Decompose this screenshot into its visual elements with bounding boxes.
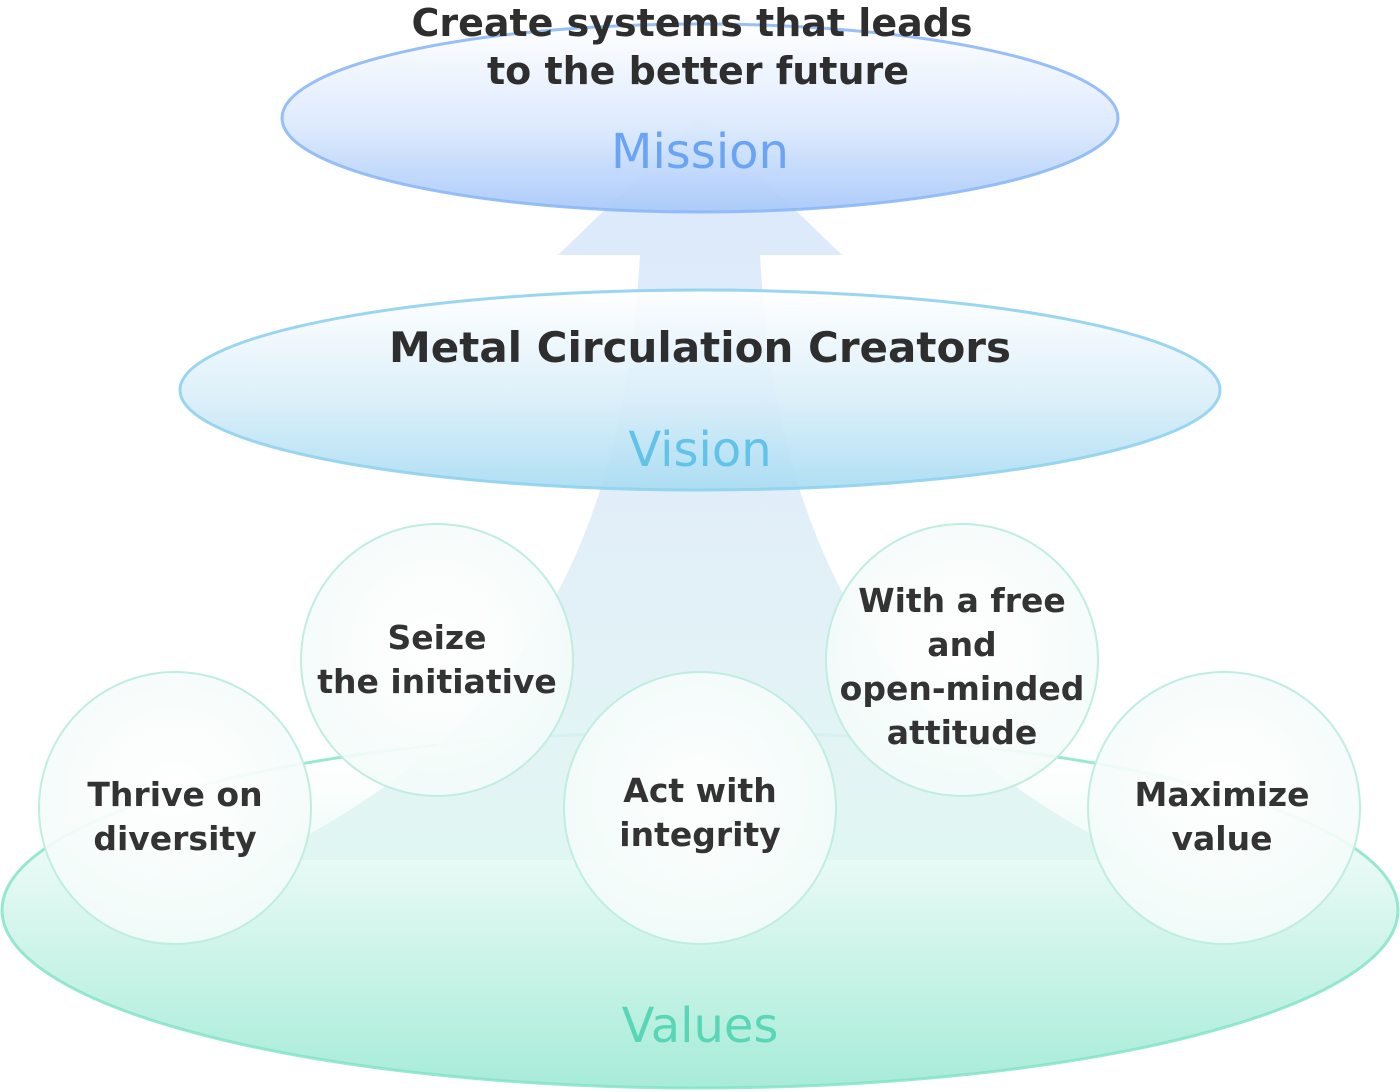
vision-ellipse xyxy=(180,290,1220,490)
values-label: Values xyxy=(622,998,779,1054)
value-circle-bg xyxy=(563,671,837,945)
value-text-line: Act with xyxy=(623,771,776,810)
vision-ellipse-rim xyxy=(178,288,1222,492)
value-text-line: and xyxy=(927,625,996,664)
value-text-line: Thrive on xyxy=(87,775,262,814)
mission-ellipse-rim xyxy=(280,22,1120,214)
value-circle-free-open-minded: With a free and open-minded attitude xyxy=(825,523,1099,797)
value-text-line: diversity xyxy=(93,819,256,858)
value-text-line: the initiative xyxy=(317,662,557,701)
value-circle-bg xyxy=(300,523,574,797)
value-text-line: Maximize xyxy=(1135,775,1310,814)
value-circle-seize-the-initiative: Seize the initiative xyxy=(300,523,574,797)
value-circle-bg xyxy=(38,671,312,945)
mission-statement-line-2: to the better future xyxy=(487,49,909,93)
vision-statement: Metal Circulation Creators xyxy=(389,323,1011,372)
mission-statement-line-1: Create systems that leads xyxy=(411,1,972,45)
vision-label: Vision xyxy=(628,422,771,478)
value-text-line: With a free xyxy=(858,581,1066,620)
value-text-line: attitude xyxy=(887,713,1037,752)
value-circle-maximize-value: Maximize value xyxy=(1087,671,1361,945)
value-text-line: value xyxy=(1172,819,1273,858)
value-text-line: integrity xyxy=(619,815,780,854)
value-circle-act-with-integrity: Act with integrity xyxy=(563,671,837,945)
value-circle-thrive-on-diversity: Thrive on diversity xyxy=(38,671,312,945)
value-circle-bg xyxy=(1087,671,1361,945)
mission-ellipse xyxy=(282,24,1118,212)
value-circle-bg xyxy=(825,523,1099,797)
value-text-line: Seize xyxy=(387,618,486,657)
value-text-line: open-minded xyxy=(840,669,1085,708)
mission-label: Mission xyxy=(611,124,789,180)
